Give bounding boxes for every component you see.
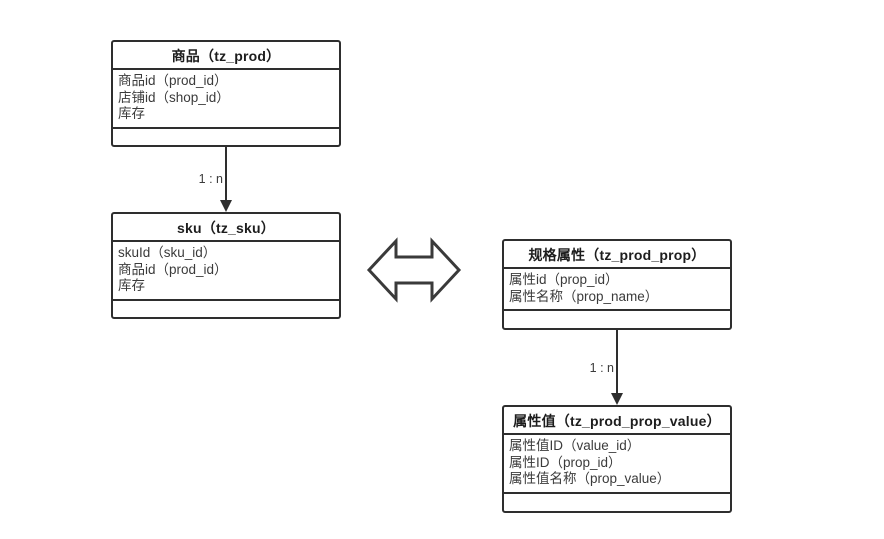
entity-tz-prod-attributes: 商品id（prod_id） 店铺id（shop_id） 库存 [113, 70, 339, 129]
relation-arrowhead [611, 393, 623, 405]
entity-tz-prod[interactable]: 商品（tz_prod） 商品id（prod_id） 店铺id（shop_id） … [111, 40, 341, 147]
entity-attribute: 商品id（prod_id） [118, 261, 228, 277]
entity-tz-sku-header: sku（tz_sku） [113, 214, 339, 242]
relation-label: 1 : n [589, 361, 614, 375]
relation-prod-to-sku: 1 : n [199, 147, 232, 212]
entity-tz-prod-prop-value-attributes: 属性值ID（value_id） 属性ID（prop_id） 属性值名称（prop… [504, 435, 730, 494]
entity-attribute: 库存 [118, 278, 145, 293]
entity-attribute: 属性id（prop_id） [509, 272, 619, 287]
entity-tz-prod-header: 商品（tz_prod） [113, 42, 339, 70]
double-arrow-icon [366, 235, 462, 305]
relation-line [225, 147, 227, 200]
entity-attribute: 商品id（prod_id） [118, 73, 228, 88]
entity-tz-prod-prop-attributes: 属性id（prop_id） 属性名称（prop_name） [504, 269, 730, 311]
entity-tz-sku-footer [113, 301, 339, 327]
entity-attribute: 属性值名称（prop_value） [509, 471, 671, 486]
relation-prop-to-prop-value: 1 : n [590, 330, 623, 405]
entity-tz-prod-prop-value[interactable]: 属性值（tz_prod_prop_value） 属性值ID（value_id） … [502, 405, 732, 513]
entity-tz-prod-prop-header: 规格属性（tz_prod_prop） [504, 241, 730, 269]
entity-tz-sku-attributes: skuId（sku_id） 商品id（prod_id） 库存 [113, 242, 339, 301]
entity-tz-prod-prop-value-header: 属性值（tz_prod_prop_value） [504, 407, 730, 435]
relation-arrowhead [220, 200, 232, 212]
relation-label: 1 : n [198, 172, 223, 186]
entity-attribute: 店铺id（shop_id） [118, 89, 230, 105]
entity-attribute: skuId（sku_id） [118, 245, 217, 260]
entity-attribute: 库存 [118, 106, 145, 121]
entity-tz-sku[interactable]: sku（tz_sku） skuId（sku_id） 商品id（prod_id） … [111, 212, 341, 319]
entity-tz-prod-prop[interactable]: 规格属性（tz_prod_prop） 属性id（prop_id） 属性名称（pr… [502, 239, 732, 330]
entity-tz-prod-prop-value-footer [504, 494, 730, 520]
relation-line [616, 330, 618, 393]
entity-attribute: 属性名称（prop_name） [509, 288, 659, 304]
entity-attribute: 属性值ID（value_id） [509, 438, 641, 453]
entity-attribute: 属性ID（prop_id） [509, 454, 622, 470]
